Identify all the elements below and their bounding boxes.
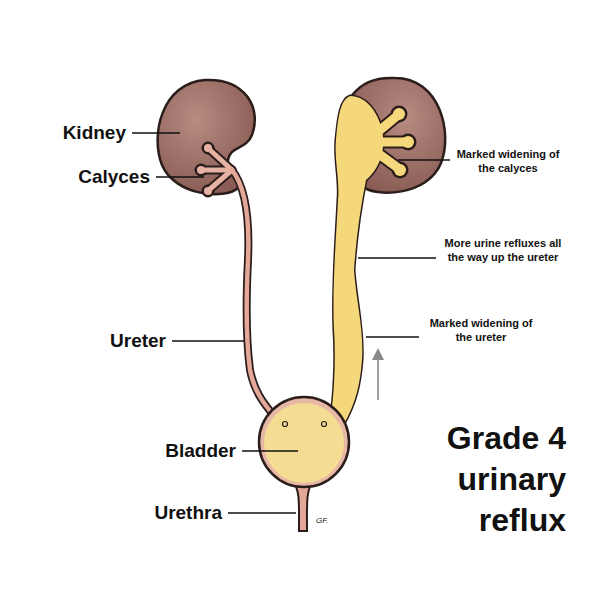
urinary-fills: [197, 96, 414, 424]
leader-line: [366, 336, 419, 337]
bladder-wall: [259, 397, 349, 487]
leader-line: [358, 257, 436, 258]
part-label: Ureter: [110, 330, 166, 352]
artist-signature: GF.: [316, 516, 328, 526]
callout-note: More urine refluxes all the way up the u…: [442, 236, 564, 264]
part-label: Urethra: [154, 502, 222, 524]
leader-line: [172, 340, 244, 341]
leader-line: [398, 159, 450, 160]
leader-line: [228, 512, 296, 513]
part-label: Kidney: [63, 122, 126, 144]
bladder-urine: [264, 403, 344, 483]
part-label: Bladder: [165, 440, 236, 462]
leader-line: [242, 450, 298, 451]
leader-lines: [132, 133, 450, 513]
leader-line: [156, 176, 204, 177]
callout-note: Marked widening of the calyces: [456, 147, 560, 175]
callout-note: Marked widening of the ureter: [425, 316, 537, 344]
part-label: Calyces: [78, 166, 150, 188]
ureter-orifice: [322, 422, 327, 427]
arrow-head: [372, 348, 384, 360]
right-ureter: [330, 96, 383, 424]
left-calyx: [210, 170, 232, 189]
left-calyx: [210, 170, 232, 189]
left-calyx-cup: [204, 187, 212, 195]
right-calyx-cup: [393, 108, 405, 120]
right-ureter: [330, 96, 383, 424]
left-calyx-cup: [197, 166, 205, 174]
right-calyx-cup: [401, 135, 415, 149]
right-calyx-cup: [402, 136, 414, 148]
left-calyx-cup: [196, 165, 206, 175]
leader-line: [132, 132, 180, 133]
left-ureter: [232, 170, 276, 418]
reflux-arrow: [372, 348, 384, 400]
right-calyx-cup: [394, 164, 406, 176]
arrow-shaft: [377, 356, 379, 400]
left-ureter: [232, 170, 276, 418]
left-calyx: [210, 150, 232, 170]
ureter-orifice: [283, 422, 288, 427]
diagram-title: Grade 4 urinary reflux: [396, 418, 566, 541]
left-calyx-cup: [204, 144, 212, 152]
urinary-outlines: [196, 96, 415, 424]
